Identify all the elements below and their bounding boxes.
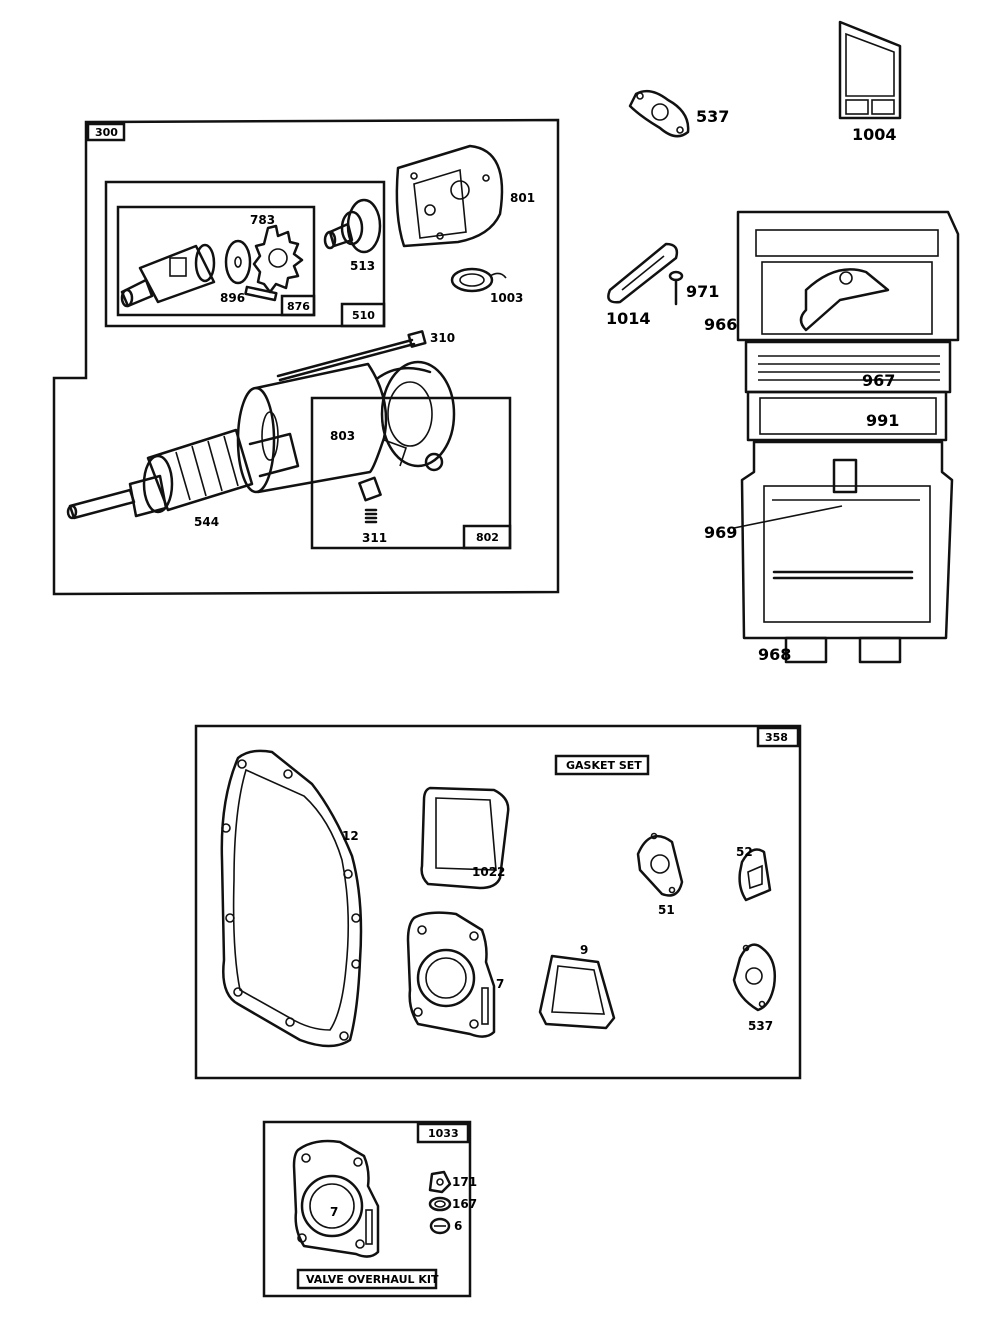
valve-kit-title: VALVE OVERHAUL KIT [306, 1273, 439, 1286]
brush-end-plate-part [376, 360, 456, 472]
gasket-set-title-box [554, 754, 650, 776]
air-filter-group: 537 1004 1014 971 966 [606, 20, 960, 664]
stop-nut-part [323, 198, 382, 254]
label-966: 966 [704, 315, 737, 334]
head-gasket-part [406, 911, 496, 1038]
valve-kit-frame [262, 1120, 472, 1298]
label-1003: 1003 [490, 291, 523, 305]
washer-part [224, 239, 252, 285]
label-783: 783 [250, 213, 275, 227]
label-803: 803 [330, 429, 355, 443]
brush-spring-part [358, 476, 382, 524]
drive-kit-tag: 876 [287, 300, 310, 313]
label-12: 12 [342, 829, 359, 843]
air-cleaner-gasket-part [538, 954, 616, 1030]
air-cleaner-base-part [736, 210, 960, 342]
breather-tube-part [607, 242, 679, 304]
label-544: 544 [194, 515, 219, 529]
pre-cleaner-part [744, 340, 952, 394]
label-1022: 1022 [472, 865, 505, 879]
valve-kit-tag-box [416, 1122, 470, 1144]
label-310: 310 [430, 331, 455, 345]
brush-assembly-tag: 802 [476, 531, 499, 544]
drive-assembly-tag-box [340, 302, 386, 328]
label-537-gasket-set: 537 [748, 1019, 773, 1033]
gasket-set-group: 358 GASKET SET 12 1022 [194, 724, 802, 1080]
label-52: 52 [736, 845, 753, 859]
breather-gasket-part [738, 848, 772, 902]
label-1004: 1004 [852, 125, 897, 144]
drive-assembly-box [104, 180, 386, 328]
starter-box-tag: 300 [95, 126, 118, 139]
armature-part [66, 428, 300, 520]
label-51: 51 [658, 903, 675, 917]
valve-cover-gasket-part [420, 786, 510, 890]
gasket-set-tag: 358 [765, 731, 788, 744]
label-969: 969 [704, 523, 737, 542]
pinion-gear-part [252, 224, 304, 294]
valve-seal-part [428, 1196, 452, 1212]
label-968: 968 [758, 645, 791, 664]
label-537-filter: 537 [696, 107, 729, 126]
seal-part [450, 267, 507, 293]
label-7-valve-kit: 7 [330, 1205, 338, 1219]
valve-retainer-part [428, 1170, 452, 1194]
gasket-set-title: GASKET SET [566, 759, 642, 772]
label-311: 311 [362, 531, 387, 545]
label-967: 967 [862, 371, 895, 390]
label-1014: 1014 [606, 309, 651, 328]
label-171: 171 [452, 1175, 477, 1189]
label-513: 513 [350, 259, 375, 273]
brush-assembly-box [310, 396, 512, 550]
valve-kit-title-box [296, 1268, 438, 1290]
air-cleaner-cover-part [740, 440, 954, 664]
thru-bolt-part [276, 330, 427, 382]
label-7-gasket-set: 7 [496, 977, 504, 991]
starter-frame [52, 118, 560, 596]
valve-keeper-part [429, 1217, 451, 1235]
label-9: 9 [580, 943, 588, 957]
screw-part [668, 270, 684, 306]
carb-gasket-set-part [732, 943, 776, 1012]
valve-kit-head-gasket-part [292, 1139, 380, 1258]
brush-assembly-tag-box [462, 524, 512, 550]
drive-kit-tag-box [280, 294, 316, 317]
label-971: 971 [686, 282, 719, 301]
label-167: 167 [452, 1197, 477, 1211]
gasket-set-tag-box [756, 726, 800, 748]
drive-kit-box [116, 205, 316, 317]
intake-gasket-part [636, 832, 684, 897]
starter-tag-box [86, 122, 126, 142]
label-991: 991 [866, 411, 899, 430]
drive-assembly-tag: 510 [352, 309, 375, 322]
label-896: 896 [220, 291, 245, 305]
filter-gasket-part [838, 20, 902, 120]
filter-cartridge-part [746, 390, 948, 442]
gasket-set-frame [194, 724, 802, 1080]
roll-pin-part [244, 285, 278, 302]
leader-969 [733, 505, 843, 529]
label-6: 6 [454, 1219, 462, 1233]
crankcase-gasket-part [220, 749, 363, 1048]
label-801: 801 [510, 191, 535, 205]
valve-kit-tag: 1033 [428, 1127, 459, 1140]
starter-group: 300 510 876 783 896 [52, 118, 560, 596]
valve-kit-group: 1033 7 171 167 6 VALVE OVERHAUL [262, 1120, 477, 1298]
drive-end-cap-part [395, 144, 504, 248]
clutch-housing-part [120, 243, 216, 308]
carb-gasket-part [628, 89, 690, 138]
